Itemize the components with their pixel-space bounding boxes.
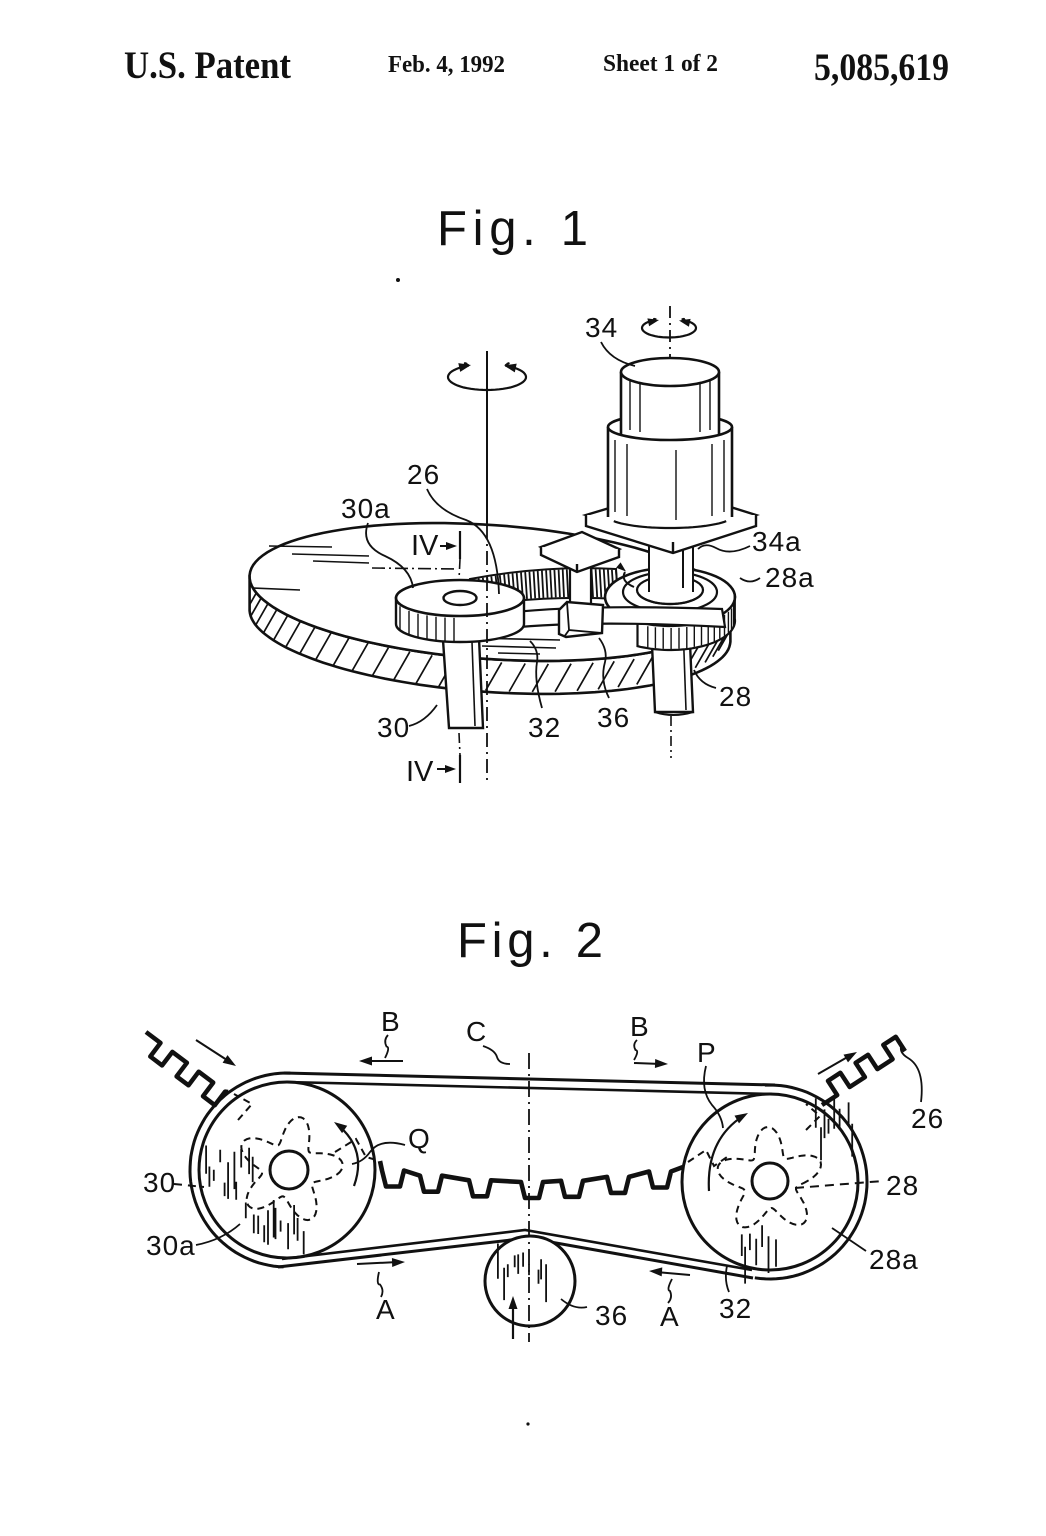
svg-text:30a: 30a (341, 493, 391, 524)
svg-text:U.S. Patent: U.S. Patent (124, 44, 291, 87)
svg-text:C: C (466, 1016, 487, 1047)
svg-text:Sheet 1 of 2: Sheet 1 of 2 (603, 51, 718, 77)
svg-text:32: 32 (528, 712, 561, 743)
svg-text:26: 26 (407, 459, 440, 490)
svg-text:IV: IV (411, 530, 439, 562)
svg-text:28: 28 (886, 1170, 919, 1201)
svg-text:P: P (697, 1037, 717, 1068)
svg-text:Q: Q (408, 1123, 431, 1154)
svg-text:5,085,619: 5,085,619 (814, 46, 949, 89)
svg-text:A: A (376, 1294, 396, 1325)
svg-text:36: 36 (595, 1300, 628, 1331)
svg-text:26: 26 (911, 1103, 944, 1134)
svg-text:30: 30 (143, 1167, 176, 1198)
svg-text:28: 28 (719, 681, 752, 712)
svg-text:Fig. 2: Fig. 2 (457, 914, 608, 968)
svg-text:36: 36 (597, 702, 630, 733)
svg-text:30: 30 (377, 712, 410, 743)
svg-text:B: B (381, 1006, 401, 1037)
svg-text:Fig. 1: Fig. 1 (437, 202, 594, 256)
svg-text:B: B (630, 1011, 650, 1042)
svg-text:34a: 34a (752, 526, 802, 557)
svg-text:32: 32 (719, 1293, 752, 1324)
svg-text:28a: 28a (765, 562, 815, 593)
svg-text:28a: 28a (869, 1244, 919, 1275)
svg-text:Feb. 4, 1992: Feb. 4, 1992 (388, 52, 505, 78)
svg-text:IV: IV (406, 756, 434, 788)
svg-text:34: 34 (585, 312, 618, 343)
svg-text:A: A (660, 1301, 680, 1332)
svg-text:30a: 30a (146, 1230, 196, 1261)
